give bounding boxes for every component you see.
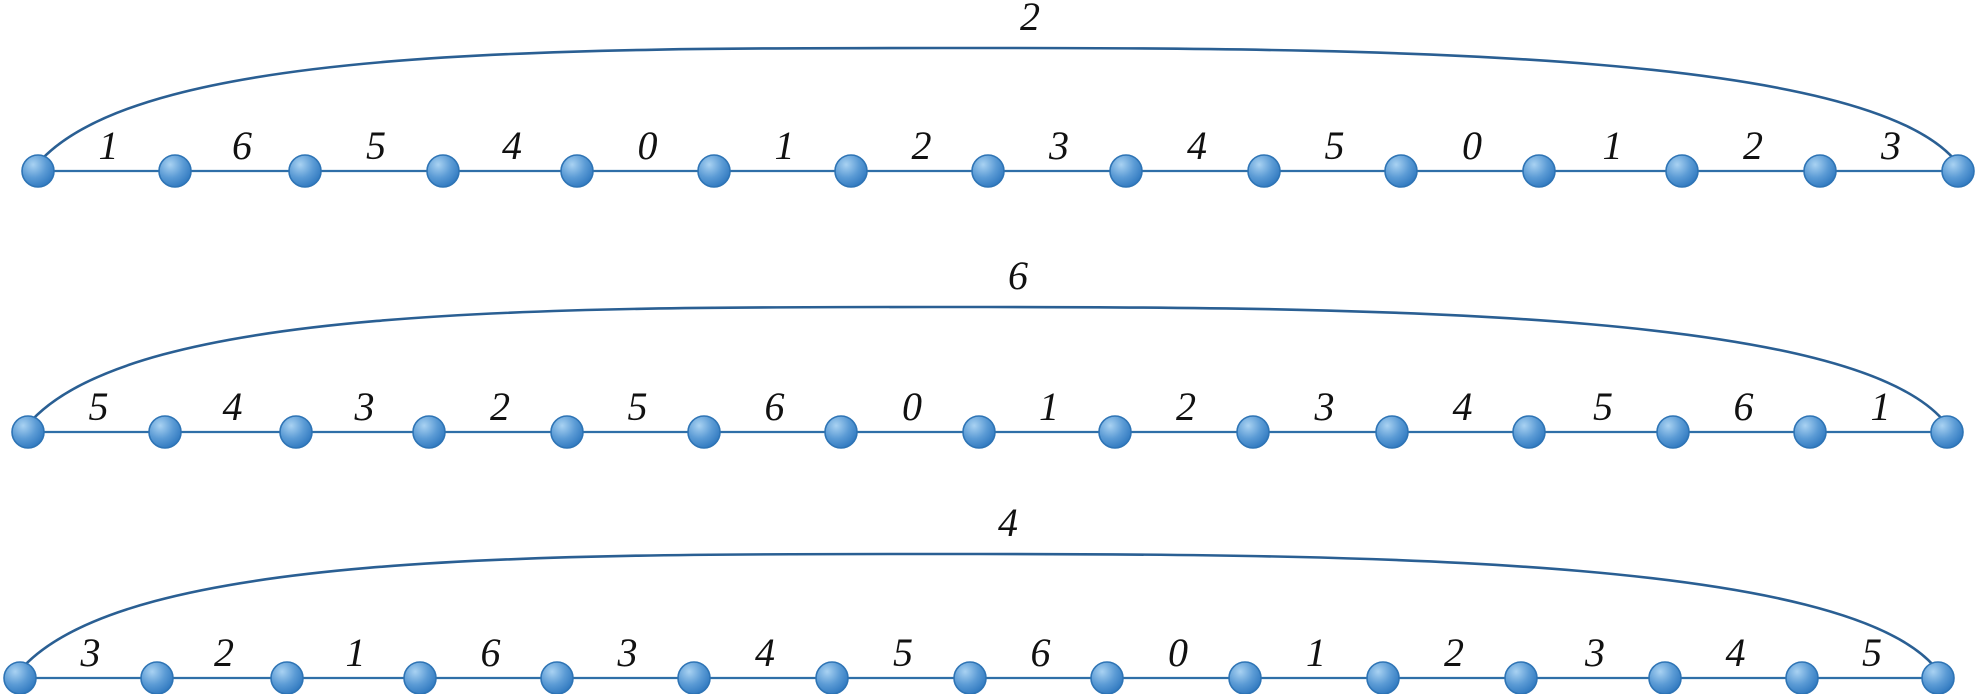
graph-node bbox=[1384, 154, 1418, 188]
edge-label: 2 bbox=[912, 123, 932, 168]
edge-label: 1 bbox=[99, 123, 119, 168]
graph-node bbox=[834, 154, 868, 188]
graph-row-3: 4 3 2 1 6 3 4 5 6 0 1 2 3 4 5 bbox=[3, 500, 1955, 694]
graph-node bbox=[412, 415, 446, 449]
graph-node bbox=[1941, 154, 1975, 188]
edge-label: 2 bbox=[1444, 630, 1464, 675]
graph-node bbox=[560, 154, 594, 188]
edge-label: 1 bbox=[775, 123, 795, 168]
graph-node bbox=[1098, 415, 1132, 449]
graph-node bbox=[550, 415, 584, 449]
graph-node bbox=[158, 154, 192, 188]
graph-node bbox=[1236, 415, 1270, 449]
graph-node bbox=[824, 415, 858, 449]
edge-label: 2 bbox=[1176, 384, 1196, 429]
graph-node bbox=[21, 154, 55, 188]
edge-label: 5 bbox=[89, 384, 109, 429]
graph-node bbox=[1785, 661, 1819, 694]
edge-label: 6 bbox=[1734, 384, 1754, 429]
graph-node bbox=[1921, 661, 1955, 694]
edge-label: 6 bbox=[481, 630, 501, 675]
arc-label: 2 bbox=[1020, 0, 1040, 39]
graph-node bbox=[677, 661, 711, 694]
edge-label: 4 bbox=[502, 123, 522, 168]
arc-edge bbox=[23, 552, 1935, 667]
edge-label: 3 bbox=[1880, 123, 1901, 168]
graph-node bbox=[426, 154, 460, 188]
edge-label: 5 bbox=[628, 384, 648, 429]
edge-label: 1 bbox=[1306, 630, 1326, 675]
graph-row-1: 2 1 6 5 4 0 1 2 3 4 5 0 1 2 3 bbox=[21, 0, 1975, 188]
edge-label: 0 bbox=[1168, 630, 1188, 675]
graph-node bbox=[687, 415, 721, 449]
edge-label: 5 bbox=[893, 630, 913, 675]
edge-label: 5 bbox=[1862, 630, 1882, 675]
graph-node bbox=[279, 415, 313, 449]
graph-node bbox=[1665, 154, 1699, 188]
graph-node bbox=[1930, 415, 1964, 449]
edge-label: 3 bbox=[354, 384, 375, 429]
edge-label: 1 bbox=[1039, 384, 1059, 429]
edge-label: 2 bbox=[490, 384, 510, 429]
graph-node bbox=[3, 661, 37, 694]
edge-label: 3 bbox=[1314, 384, 1335, 429]
arc-label: 6 bbox=[1008, 253, 1028, 298]
graph-node bbox=[288, 154, 322, 188]
edge-label: 5 bbox=[366, 123, 386, 168]
edge-label: 3 bbox=[80, 630, 101, 675]
graph-node bbox=[1803, 154, 1837, 188]
graph-node bbox=[1793, 415, 1827, 449]
graph-node bbox=[1366, 661, 1400, 694]
edge-label: 4 bbox=[1453, 384, 1473, 429]
graph-node bbox=[697, 154, 731, 188]
edge-label: 3 bbox=[1584, 630, 1605, 675]
graph-row-2: 6 5 4 3 2 5 6 0 1 2 3 4 5 6 1 bbox=[11, 253, 1964, 449]
edge-label: 5 bbox=[1325, 123, 1345, 168]
graph-node bbox=[1656, 415, 1690, 449]
graph-node bbox=[815, 661, 849, 694]
graph-node bbox=[403, 661, 437, 694]
edge-label: 2 bbox=[1743, 123, 1763, 168]
edge-label: 1 bbox=[1603, 123, 1623, 168]
edge-label: 6 bbox=[765, 384, 785, 429]
graph-node bbox=[270, 661, 304, 694]
edge-label: 3 bbox=[617, 630, 638, 675]
edge-label: 4 bbox=[223, 384, 243, 429]
arc-edge bbox=[41, 46, 1955, 160]
graph-node bbox=[962, 415, 996, 449]
edge-label: 1 bbox=[1871, 384, 1891, 429]
graph-node bbox=[971, 154, 1005, 188]
graph-node bbox=[140, 661, 174, 694]
graph-node bbox=[540, 661, 574, 694]
edge-label: 2 bbox=[214, 630, 234, 675]
graph-node bbox=[1090, 661, 1124, 694]
graph-node bbox=[1247, 154, 1281, 188]
graph-node bbox=[11, 415, 45, 449]
arc-label: 4 bbox=[998, 500, 1018, 545]
edge-label: 4 bbox=[755, 630, 775, 675]
graph-node bbox=[953, 661, 987, 694]
graph-node bbox=[1648, 661, 1682, 694]
edge-label: 6 bbox=[1031, 630, 1051, 675]
graph-node bbox=[1375, 415, 1409, 449]
edge-label: 0 bbox=[1462, 123, 1482, 168]
edge-label: 0 bbox=[638, 123, 658, 168]
graph-node bbox=[1522, 154, 1556, 188]
graph-node bbox=[1109, 154, 1143, 188]
graph-node bbox=[1512, 415, 1546, 449]
edge-label: 4 bbox=[1726, 630, 1746, 675]
edge-label: 3 bbox=[1048, 123, 1069, 168]
edge-label: 1 bbox=[346, 630, 366, 675]
edge-label: 0 bbox=[902, 384, 922, 429]
edge-label: 4 bbox=[1187, 123, 1207, 168]
graph-node bbox=[1504, 661, 1538, 694]
graph-node bbox=[1228, 661, 1262, 694]
edge-label: 5 bbox=[1593, 384, 1613, 429]
edge-label: 6 bbox=[232, 123, 252, 168]
graph-node bbox=[148, 415, 182, 449]
arc-edge bbox=[31, 305, 1944, 421]
